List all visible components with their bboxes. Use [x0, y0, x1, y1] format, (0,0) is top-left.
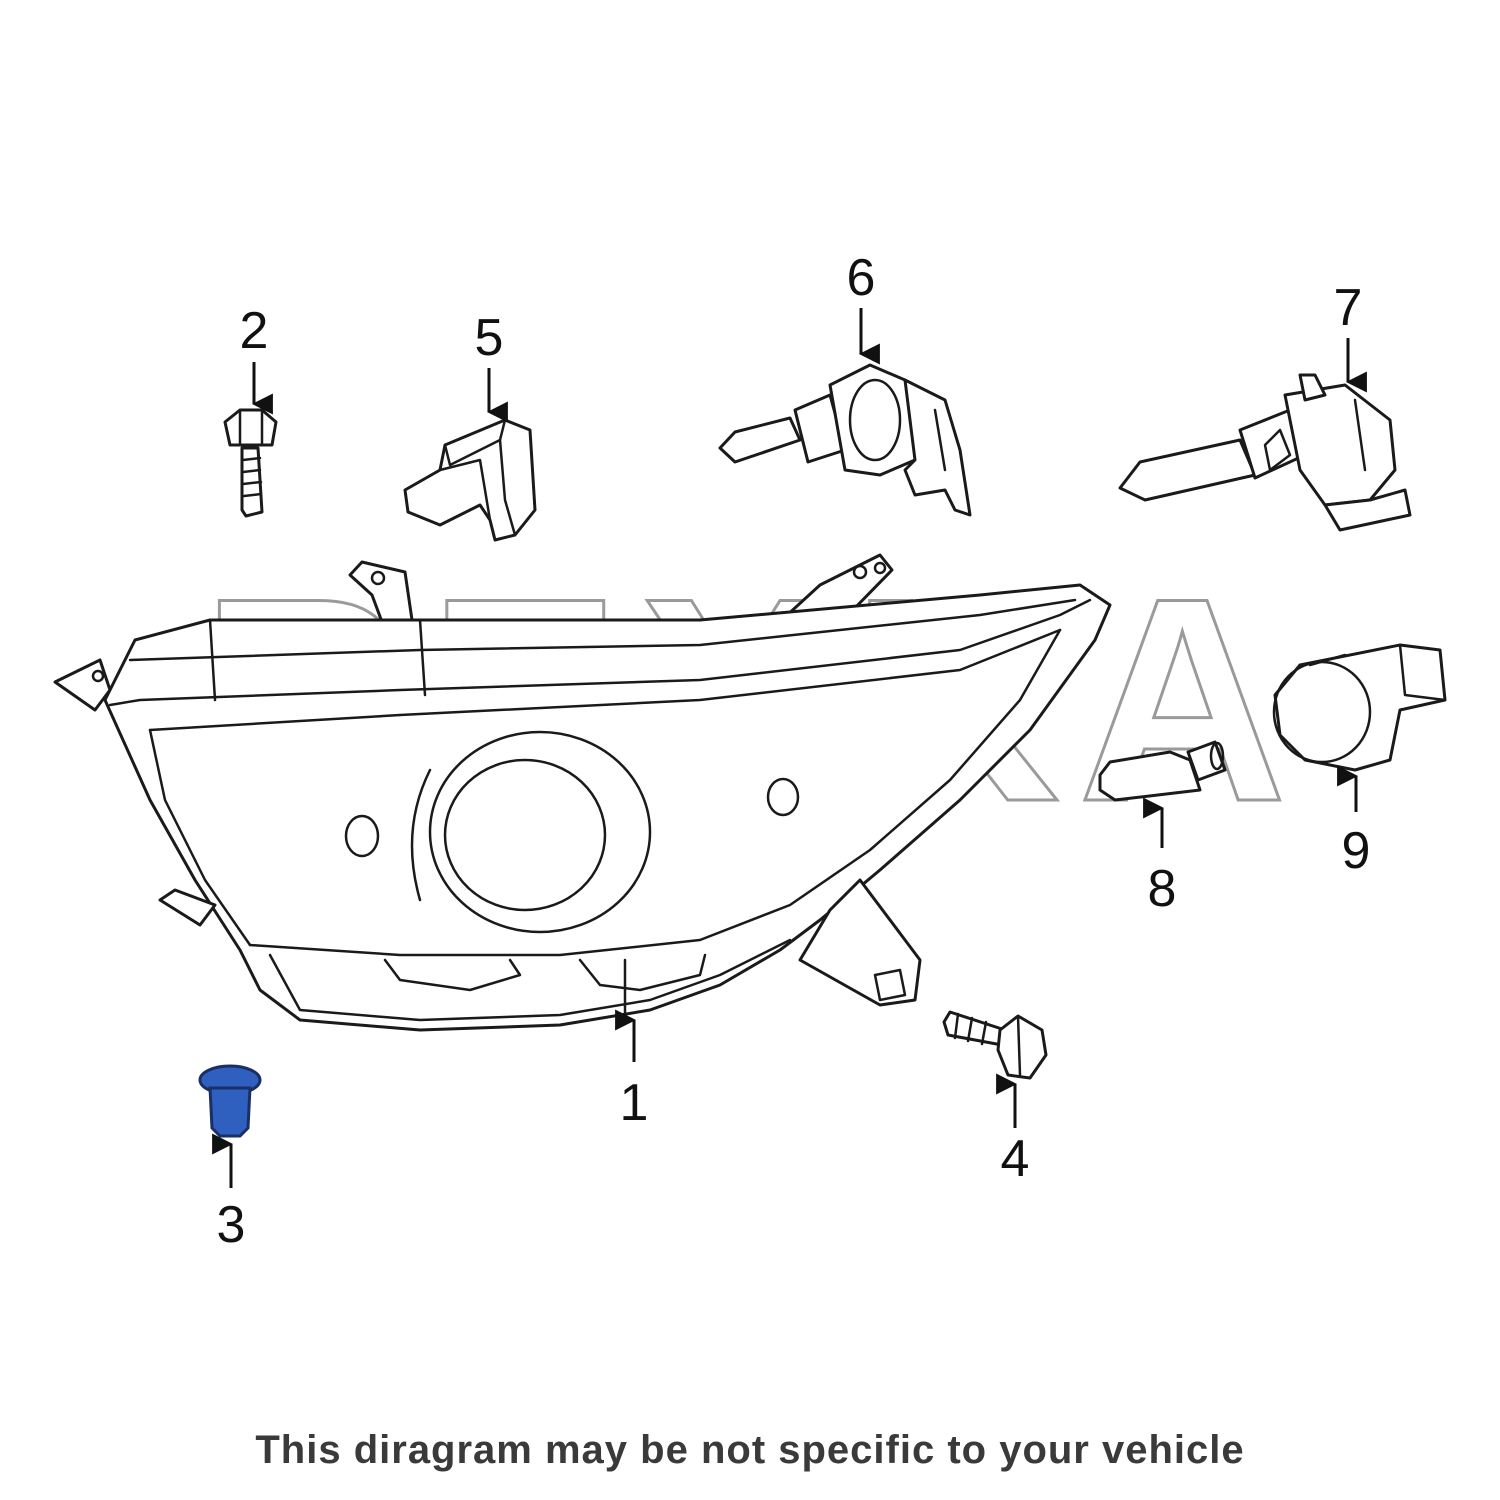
bulb-6	[718, 363, 972, 517]
callout-8: 8	[1148, 860, 1177, 918]
socket-9	[1272, 643, 1447, 772]
bracket-5	[403, 418, 537, 542]
callout-4: 4	[1001, 1130, 1030, 1188]
callout-1: 1	[620, 1074, 649, 1132]
bolt-2	[223, 408, 278, 518]
callout-9: 9	[1342, 822, 1371, 880]
callout-labels: 1 2 3 4 5 6 7 8 9	[217, 249, 1371, 1254]
callout-5: 5	[475, 309, 504, 367]
disclaimer-text: This diragram may be not specific to you…	[255, 1428, 1245, 1472]
bolt-4	[942, 1010, 1048, 1080]
callout-3: 3	[217, 1196, 246, 1254]
bulb-8	[1098, 740, 1227, 802]
callout-2: 2	[240, 302, 269, 360]
clip-3	[198, 1064, 262, 1138]
headlamp-assembly	[53, 553, 1112, 1032]
callout-6: 6	[847, 249, 876, 307]
callout-7: 7	[1334, 279, 1363, 337]
callout-arrows	[212, 308, 1367, 1188]
bulb-7	[1118, 373, 1412, 532]
